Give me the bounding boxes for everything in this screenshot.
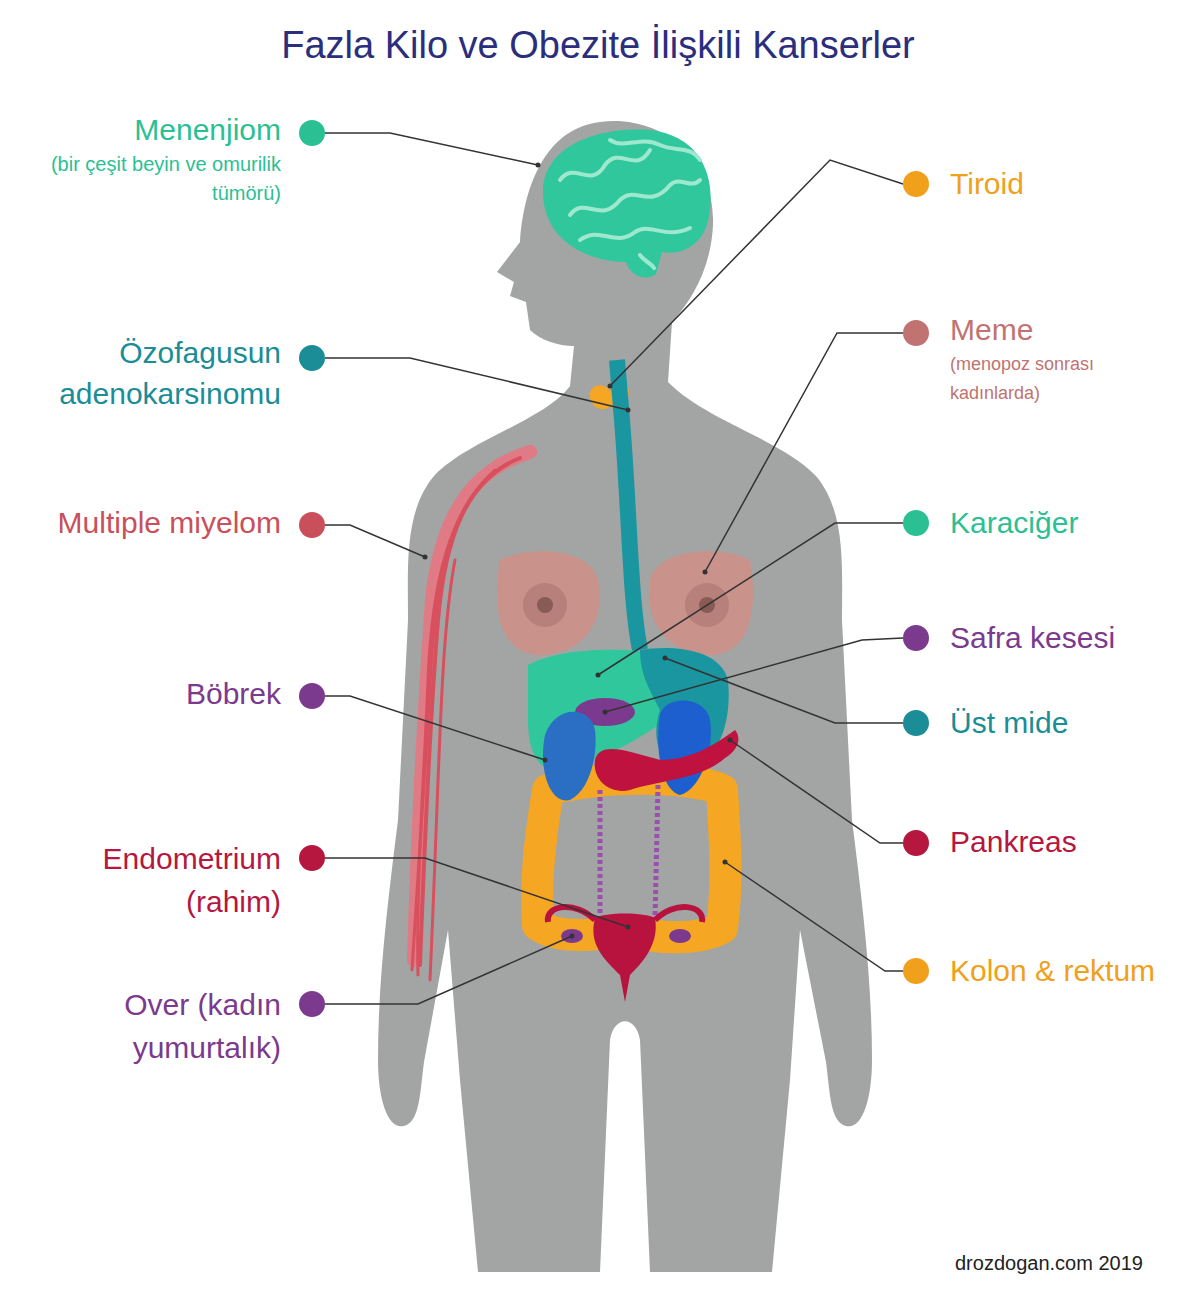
- end-dots: [423, 163, 733, 939]
- esophagus: [617, 360, 640, 650]
- body-silhouette: [378, 121, 872, 1272]
- cancer-label: Üst mide: [950, 703, 1068, 743]
- cancer-label: Tiroid: [950, 164, 1024, 204]
- cancer-label: Endometrium (rahim): [5, 837, 281, 923]
- cancer-label: Safra kesesi: [950, 618, 1115, 658]
- arm-muscle: [412, 452, 530, 980]
- cancer-label: Kolon & rektum: [950, 951, 1155, 991]
- colon: [537, 779, 725, 938]
- label-dots: [299, 120, 929, 1017]
- leader-lines: [325, 133, 903, 1004]
- cancer-label: Over (kadın yumurtalık): [5, 983, 281, 1069]
- cancer-label: Karaciğer: [950, 503, 1078, 543]
- diagram-title: Fazla Kilo ve Obezite İlişkili Kanserler: [0, 20, 1196, 70]
- cancer-label: Meme: [950, 310, 1033, 350]
- cancer-label: Multiple miyelom: [5, 503, 281, 543]
- watermark: drozdogan.com 2019: [955, 1250, 1143, 1276]
- pancreas: [595, 730, 739, 791]
- brain-folds: [560, 140, 700, 268]
- cancer-label: Böbrek: [5, 674, 281, 714]
- cancer-note: (bir çeşit beyin ve omurilik tümörü): [19, 150, 281, 208]
- ureters: [600, 785, 658, 920]
- cancer-label: Pankreas: [950, 822, 1077, 862]
- cancer-note: (menopoz sonrası kadınlarda): [950, 350, 1188, 408]
- brain: [543, 130, 711, 278]
- uterus: [548, 907, 702, 1002]
- cancer-label: Menenjiom: [5, 110, 281, 150]
- kidney-left: [543, 712, 596, 801]
- cancer-label: Özofagusun adenokarsinomu: [5, 332, 281, 414]
